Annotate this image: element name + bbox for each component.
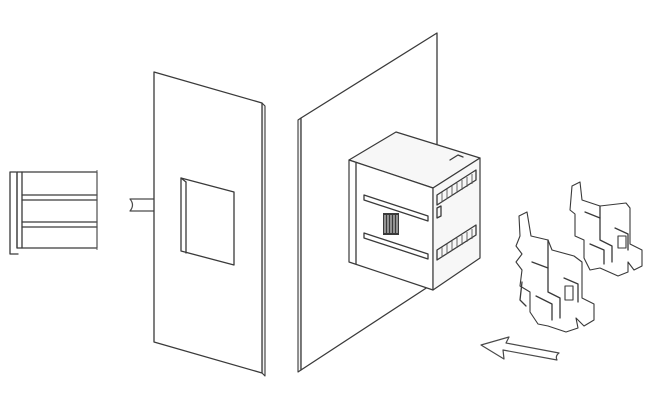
mounting-clip-rear xyxy=(569,181,643,277)
meter-front-frame xyxy=(9,170,98,255)
mounting-panel-with-cutout xyxy=(153,71,266,377)
meter-body-behind-panel xyxy=(348,131,481,291)
terminal-block xyxy=(383,213,399,235)
arrow-left-up xyxy=(480,336,560,361)
mounting-clip-front xyxy=(515,211,595,333)
